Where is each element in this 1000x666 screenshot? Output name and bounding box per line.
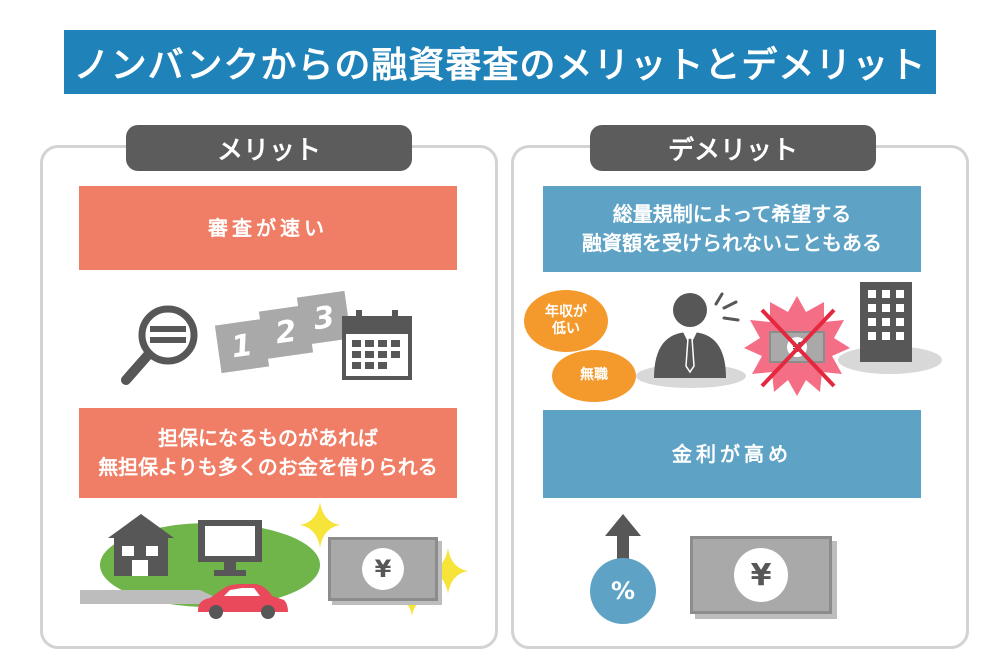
rejected-money-icon: ¥ — [744, 296, 850, 396]
demerit-total-regulation-line1: 総量規制によって希望する — [612, 202, 852, 226]
person-icon — [654, 293, 726, 378]
magnifier-icon — [121, 305, 198, 385]
monitor-icon — [198, 520, 262, 576]
demerit-total-regulation: 総量規制によって希望する 融資額を受けられないこともある — [543, 186, 921, 272]
yen-symbol: ¥ — [750, 557, 772, 593]
car-icon — [198, 584, 288, 619]
unemployed-bubble: 無職 — [552, 350, 636, 402]
yen-symbol: ¥ — [374, 555, 392, 583]
sparkle-icon — [428, 548, 468, 594]
merit-fast-review: 審査が速い — [79, 186, 457, 270]
unemployed-text: 無職 — [580, 367, 608, 384]
number-1: 1 — [229, 327, 255, 365]
merit-fast-review-text: 審査が速い — [208, 215, 328, 240]
demerit-total-regulation-line2: 融資額を受けられないこともある — [582, 231, 882, 255]
merit-heading: メリット — [126, 125, 412, 171]
demerit-high-interest: 金利が高め — [543, 410, 921, 498]
banknote-icon: ¥ — [328, 537, 438, 601]
yen-coin: ¥ — [734, 548, 788, 602]
percent-icon: % — [590, 558, 656, 624]
merit-collateral-line1: 担保になるものがあれば — [158, 426, 378, 450]
up-arrow-icon — [605, 514, 641, 562]
number-3: 3 — [311, 299, 337, 337]
banknote-icon: ¥ — [690, 536, 832, 614]
page-title: ノンバンクからの融資審査のメリットとデメリット — [64, 30, 936, 94]
shock-lines-icon — [714, 292, 740, 322]
sparkle-icon — [300, 502, 340, 548]
low-income-bubble: 年収が 低い — [524, 290, 608, 352]
house-icon — [108, 514, 174, 576]
number-2: 2 — [273, 313, 299, 351]
percent-symbol: % — [610, 577, 636, 605]
calendar-icon — [342, 310, 412, 380]
merit-collateral-line2: 無担保よりも多くのお金を借りられる — [98, 455, 438, 479]
low-income-line1: 年収が — [545, 303, 587, 320]
demerit-heading: デメリット — [590, 125, 876, 171]
demerit-high-interest-text: 金利が高め — [672, 441, 792, 466]
merit-collateral: 担保になるものがあれば 無担保よりも多くのお金を借りられる — [79, 408, 457, 498]
low-income-line2: 低い — [552, 321, 580, 337]
building-icon — [860, 282, 912, 362]
yen-coin: ¥ — [362, 548, 404, 590]
